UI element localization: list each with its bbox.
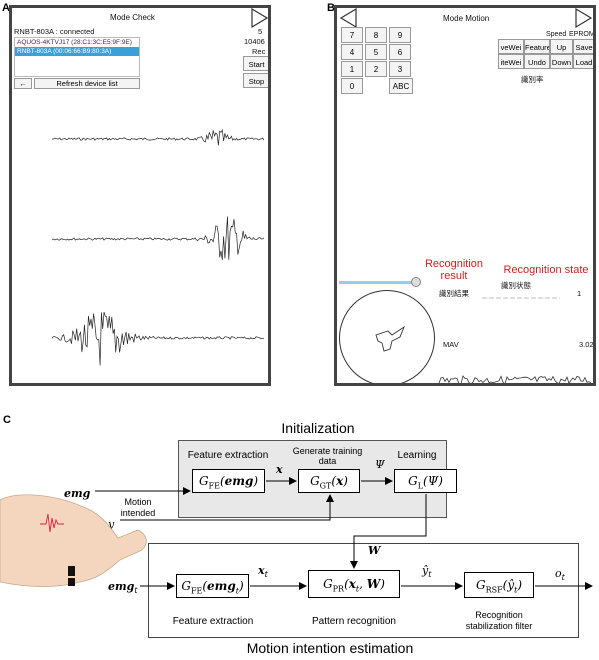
play-button[interactable] bbox=[249, 8, 268, 29]
recognition-result-label: 識別結果 bbox=[439, 289, 469, 298]
key-6[interactable]: 6 bbox=[389, 44, 411, 60]
eprom-label: EPROM bbox=[569, 31, 595, 38]
motion-circle-display bbox=[339, 290, 435, 383]
emg-channel-3-trace bbox=[51, 311, 265, 366]
refresh-device-list-button[interactable]: Refresh device list bbox=[34, 78, 140, 89]
key-abc[interactable]: ABC bbox=[389, 78, 413, 94]
load-button[interactable]: Load bbox=[573, 54, 593, 69]
mode-check-title: Mode Check bbox=[110, 13, 155, 22]
feature-extraction-box-top: GFE(emg) bbox=[192, 469, 265, 493]
slider-thumb[interactable] bbox=[411, 277, 421, 287]
recognition-state-annotation: Recognition state bbox=[503, 264, 589, 276]
key-4[interactable]: 4 bbox=[341, 44, 363, 60]
psi-symbol-in-box: Ψ bbox=[427, 474, 439, 488]
estimation-title: Motion intention estimation bbox=[246, 640, 414, 656]
mav-trace bbox=[437, 375, 592, 383]
key-7[interactable]: 7 bbox=[341, 27, 363, 43]
o-t-text: o bbox=[555, 567, 562, 580]
speed-label: Speed bbox=[546, 31, 567, 38]
feature-extraction-box-bottom: GFE(emgt) bbox=[176, 574, 249, 598]
up-button[interactable]: Up bbox=[550, 39, 573, 54]
panel-b-phone-screen: Mode Motion 7 8 9 4 5 6 1 2 3 0 ABC Spee… bbox=[334, 5, 596, 386]
motion-intended-caption: Motion intended bbox=[120, 497, 156, 518]
mav-trace-line bbox=[437, 375, 592, 383]
stabilization-filter-caption: Recognition stabilization filter bbox=[465, 610, 533, 631]
x-t-text: x bbox=[258, 564, 265, 577]
emg-label: emg bbox=[64, 487, 91, 500]
emg-t-text: emg bbox=[108, 580, 135, 593]
recognition-state-value: 1 bbox=[577, 289, 582, 298]
play-icon bbox=[251, 8, 268, 29]
counter-value: 10406 bbox=[244, 37, 265, 46]
feature-button[interactable]: Feature bbox=[524, 39, 550, 54]
mode-motion-title: Mode Motion bbox=[443, 14, 490, 23]
panel-a-letter: A bbox=[2, 2, 10, 14]
generate-training-data-caption: Generate training data bbox=[292, 446, 363, 466]
key-3[interactable]: 3 bbox=[389, 61, 411, 77]
mav-label: MAV bbox=[443, 340, 459, 349]
emg-t-label: emgt bbox=[108, 580, 138, 596]
emg-channel-1-trace bbox=[51, 128, 265, 146]
panel-b-letter: B bbox=[327, 2, 335, 14]
y-label: y bbox=[108, 518, 115, 531]
count-value: 5 bbox=[258, 27, 263, 36]
panel-c-letter: C bbox=[3, 414, 11, 426]
recognition-rate-label: 識別率 bbox=[521, 75, 544, 84]
save-weight-button[interactable]: veWei bbox=[498, 39, 524, 54]
key-8[interactable]: 8 bbox=[365, 27, 387, 43]
emg-waveforms bbox=[51, 128, 265, 366]
pattern-recognition-caption: Pattern recognition bbox=[312, 616, 396, 627]
electrode-2 bbox=[68, 578, 75, 586]
recognition-state-label: 識別状態 bbox=[501, 281, 531, 290]
start-button[interactable]: Start bbox=[243, 56, 268, 71]
rec-label: Rec bbox=[252, 47, 266, 56]
back-triangle-button[interactable] bbox=[339, 8, 359, 29]
undo-button[interactable]: Undo bbox=[524, 54, 550, 69]
forward-triangle-icon bbox=[575, 8, 593, 29]
back-button[interactable]: ← bbox=[14, 78, 32, 89]
psi-label: Ψ bbox=[375, 458, 385, 471]
feature-extraction-top-caption: Feature extraction bbox=[187, 450, 269, 461]
key-0[interactable]: 0 bbox=[341, 78, 363, 94]
electrode-1 bbox=[68, 566, 75, 576]
panel-a-phone-screen: Mode Check RNBT-803A : connected AQUOS-4… bbox=[9, 5, 271, 386]
w-label: W bbox=[368, 544, 381, 557]
estimation-region bbox=[148, 543, 579, 638]
emg-channel-2-trace bbox=[51, 216, 265, 261]
recognition-result-annotation: Recognition result bbox=[424, 258, 484, 282]
learning-box: GL(Ψ) bbox=[394, 469, 457, 493]
x-vector-label: x bbox=[276, 463, 283, 476]
feature-extraction-bottom-caption: Feature extraction bbox=[172, 616, 254, 627]
x-t-label: xt bbox=[258, 564, 268, 580]
hand-pose-icon bbox=[375, 325, 405, 352]
learning-caption: Learning bbox=[397, 450, 437, 461]
device-item-rnbt[interactable]: RNBT-803A (00:06:66:B9:80:3A) bbox=[15, 47, 139, 56]
state-indicator-dashes bbox=[482, 297, 560, 299]
generate-training-data-box: GGT(x) bbox=[298, 469, 360, 493]
mav-value: 3.026 bbox=[579, 340, 596, 349]
device-item-aquos[interactable]: AQUOS-4KTVJ17 (28:C1:3C:E5:9F:9E) bbox=[17, 39, 132, 46]
y-hat-t-label: ŷt bbox=[422, 564, 432, 580]
write-weight-button[interactable]: iteWei bbox=[498, 54, 524, 69]
key-5[interactable]: 5 bbox=[365, 44, 387, 60]
device-list[interactable]: AQUOS-4KTVJ17 (28:C1:3C:E5:9F:9E) RNBT-8… bbox=[14, 37, 140, 77]
key-1[interactable]: 1 bbox=[341, 61, 363, 77]
emg-signal-red bbox=[40, 513, 64, 533]
pattern-recognition-box: GPR(xt, W) bbox=[308, 570, 400, 598]
forward-triangle-button[interactable] bbox=[573, 8, 593, 29]
diagram-arrows-and-arm bbox=[0, 477, 593, 590]
y-hat-t-text: ŷ bbox=[422, 564, 429, 577]
key-9[interactable]: 9 bbox=[389, 27, 411, 43]
connection-status: RNBT-803A : connected bbox=[14, 27, 95, 36]
back-triangle-icon bbox=[339, 8, 357, 29]
save-button[interactable]: Save bbox=[573, 39, 593, 54]
stop-button[interactable]: Stop bbox=[243, 73, 268, 88]
seek-slider[interactable] bbox=[339, 277, 421, 287]
stabilization-filter-box: GRSF(ŷt) bbox=[464, 572, 534, 598]
initialization-title: Initialization bbox=[281, 420, 355, 436]
forearm-illustration bbox=[0, 494, 147, 588]
key-2[interactable]: 2 bbox=[365, 61, 387, 77]
down-button[interactable]: Down bbox=[550, 54, 573, 69]
o-t-label: ot bbox=[555, 567, 565, 583]
